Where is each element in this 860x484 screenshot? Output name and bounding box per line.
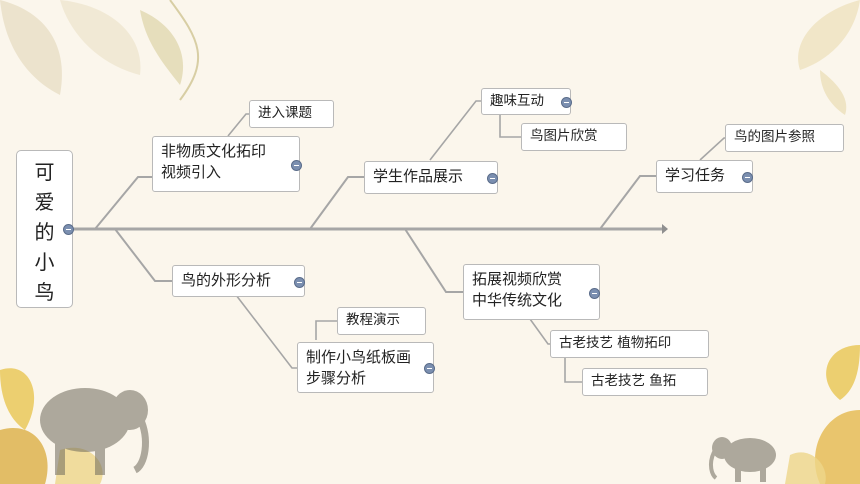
leaf-decoration-icon bbox=[140, 10, 184, 85]
leaf-decoration-icon bbox=[0, 368, 35, 430]
node-craft-fish[interactable]: 古老技艺 鱼拓 bbox=[582, 368, 708, 396]
node-learning-task[interactable]: 学习任务 bbox=[656, 160, 753, 193]
leaf-decoration-icon bbox=[826, 345, 860, 400]
leaf-decoration-icon bbox=[814, 410, 860, 484]
node-craft-plant[interactable]: 古老技艺 植物拓印 bbox=[550, 330, 709, 358]
connector-line bbox=[227, 113, 249, 137]
leaf-decoration-icon bbox=[0, 428, 48, 484]
connector-line bbox=[699, 137, 725, 161]
node-bird-pictures[interactable]: 鸟图片欣赏 bbox=[521, 123, 627, 151]
collapse-toggle-icon[interactable] bbox=[291, 160, 302, 171]
leaf-decoration-icon bbox=[60, 0, 141, 75]
connector-line bbox=[309, 176, 364, 230]
elephant-icon bbox=[40, 388, 149, 475]
collapse-toggle-icon[interactable] bbox=[487, 173, 498, 184]
leaf-decoration-icon bbox=[785, 452, 826, 484]
connector-line bbox=[235, 294, 297, 369]
elephant-icon bbox=[708, 437, 776, 482]
node-bird-reference[interactable]: 鸟的图片参照 bbox=[725, 124, 844, 152]
connector-line bbox=[94, 176, 152, 230]
node-fun-interaction[interactable]: 趣味互动 bbox=[481, 88, 571, 115]
collapse-toggle-icon[interactable] bbox=[63, 224, 74, 235]
leaf-decoration-icon bbox=[55, 447, 103, 484]
collapse-toggle-icon[interactable] bbox=[424, 363, 435, 374]
connector-line bbox=[599, 175, 656, 230]
collapse-toggle-icon[interactable] bbox=[742, 172, 753, 183]
node-extend-video[interactable]: 拓展视频欣赏 中华传统文化 bbox=[463, 264, 600, 320]
collapse-toggle-icon[interactable] bbox=[294, 277, 305, 288]
connector-line bbox=[529, 318, 550, 345]
connector-line bbox=[404, 228, 463, 293]
collapse-toggle-icon[interactable] bbox=[589, 288, 600, 299]
node-student-works[interactable]: 学生作品展示 bbox=[364, 161, 498, 194]
leaf-decoration-icon bbox=[820, 70, 847, 115]
collapse-toggle-icon[interactable] bbox=[561, 97, 572, 108]
leaf-decoration-icon bbox=[0, 0, 62, 95]
node-tutorial[interactable]: 教程演示 bbox=[337, 307, 426, 335]
connector-line bbox=[315, 320, 337, 340]
vine-decoration bbox=[169, 0, 200, 101]
connector-line bbox=[114, 228, 172, 282]
connector-line bbox=[564, 357, 582, 383]
node-intro-video[interactable]: 非物质文化拓印 视频引入 bbox=[152, 136, 300, 192]
spine-arrow-icon bbox=[662, 224, 668, 234]
connector-line bbox=[429, 100, 481, 161]
node-steps[interactable]: 制作小鸟纸板画 步骤分析 bbox=[297, 342, 434, 393]
leaf-decoration-icon bbox=[798, 0, 860, 70]
node-enter-topic[interactable]: 进入课题 bbox=[249, 100, 334, 128]
connector-line bbox=[499, 114, 521, 138]
node-bird-shape[interactable]: 鸟的外形分析 bbox=[172, 265, 305, 297]
